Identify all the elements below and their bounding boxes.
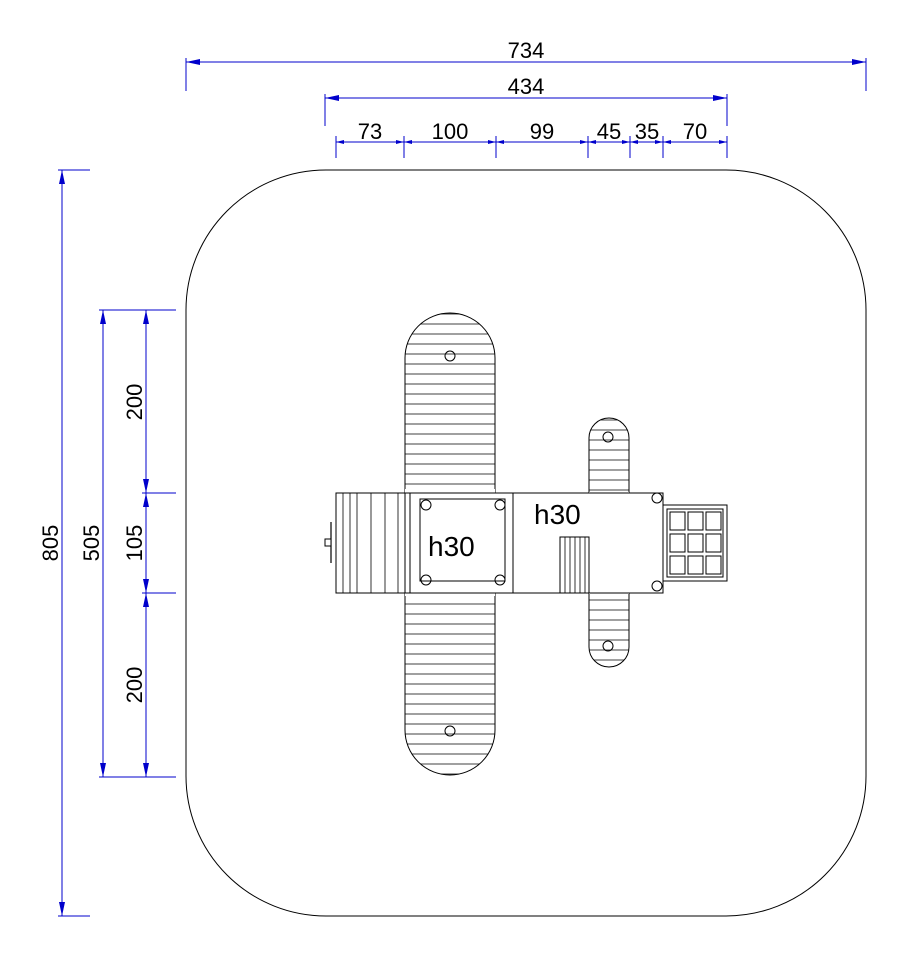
dim-seg-6: 70 <box>683 119 707 144</box>
tail-bolt-bottom <box>602 640 614 652</box>
dim-left-seg-3: 200 <box>122 667 147 704</box>
wing-bolt-bottom <box>444 725 456 737</box>
dim-overall-length: 805 <box>38 525 63 562</box>
safety-zone-outline <box>185 169 867 917</box>
tail-bolt-top <box>602 431 614 443</box>
left-dimensions: 805 505 200 105 200 <box>38 169 176 917</box>
steps <box>559 536 590 594</box>
wing-bolt-top <box>444 350 456 362</box>
dim-seg-4: 45 <box>597 119 621 144</box>
platform-height-label-right: h30 <box>534 499 581 530</box>
platform-height-label-left: h30 <box>428 531 475 562</box>
dim-seg-1: 73 <box>358 119 382 144</box>
cockpit-platform <box>409 492 514 594</box>
dim-equipment-length: 505 <box>79 525 104 562</box>
top-dimensions: 734 434 73 100 99 45 35 70 <box>185 38 867 158</box>
dim-seg-5: 35 <box>635 119 659 144</box>
fuselage: h30 h30 <box>324 492 664 594</box>
cockpit-frame <box>419 498 506 582</box>
climbing-grid <box>662 504 728 582</box>
dim-left-seg-2: 105 <box>122 525 147 562</box>
dim-left-seg-1: 200 <box>122 384 147 421</box>
dim-overall-width: 734 <box>508 38 545 63</box>
dim-seg-2: 100 <box>432 119 469 144</box>
dim-seg-3: 99 <box>530 119 554 144</box>
dim-equipment-width: 434 <box>508 74 545 99</box>
propeller-hub <box>324 538 332 547</box>
